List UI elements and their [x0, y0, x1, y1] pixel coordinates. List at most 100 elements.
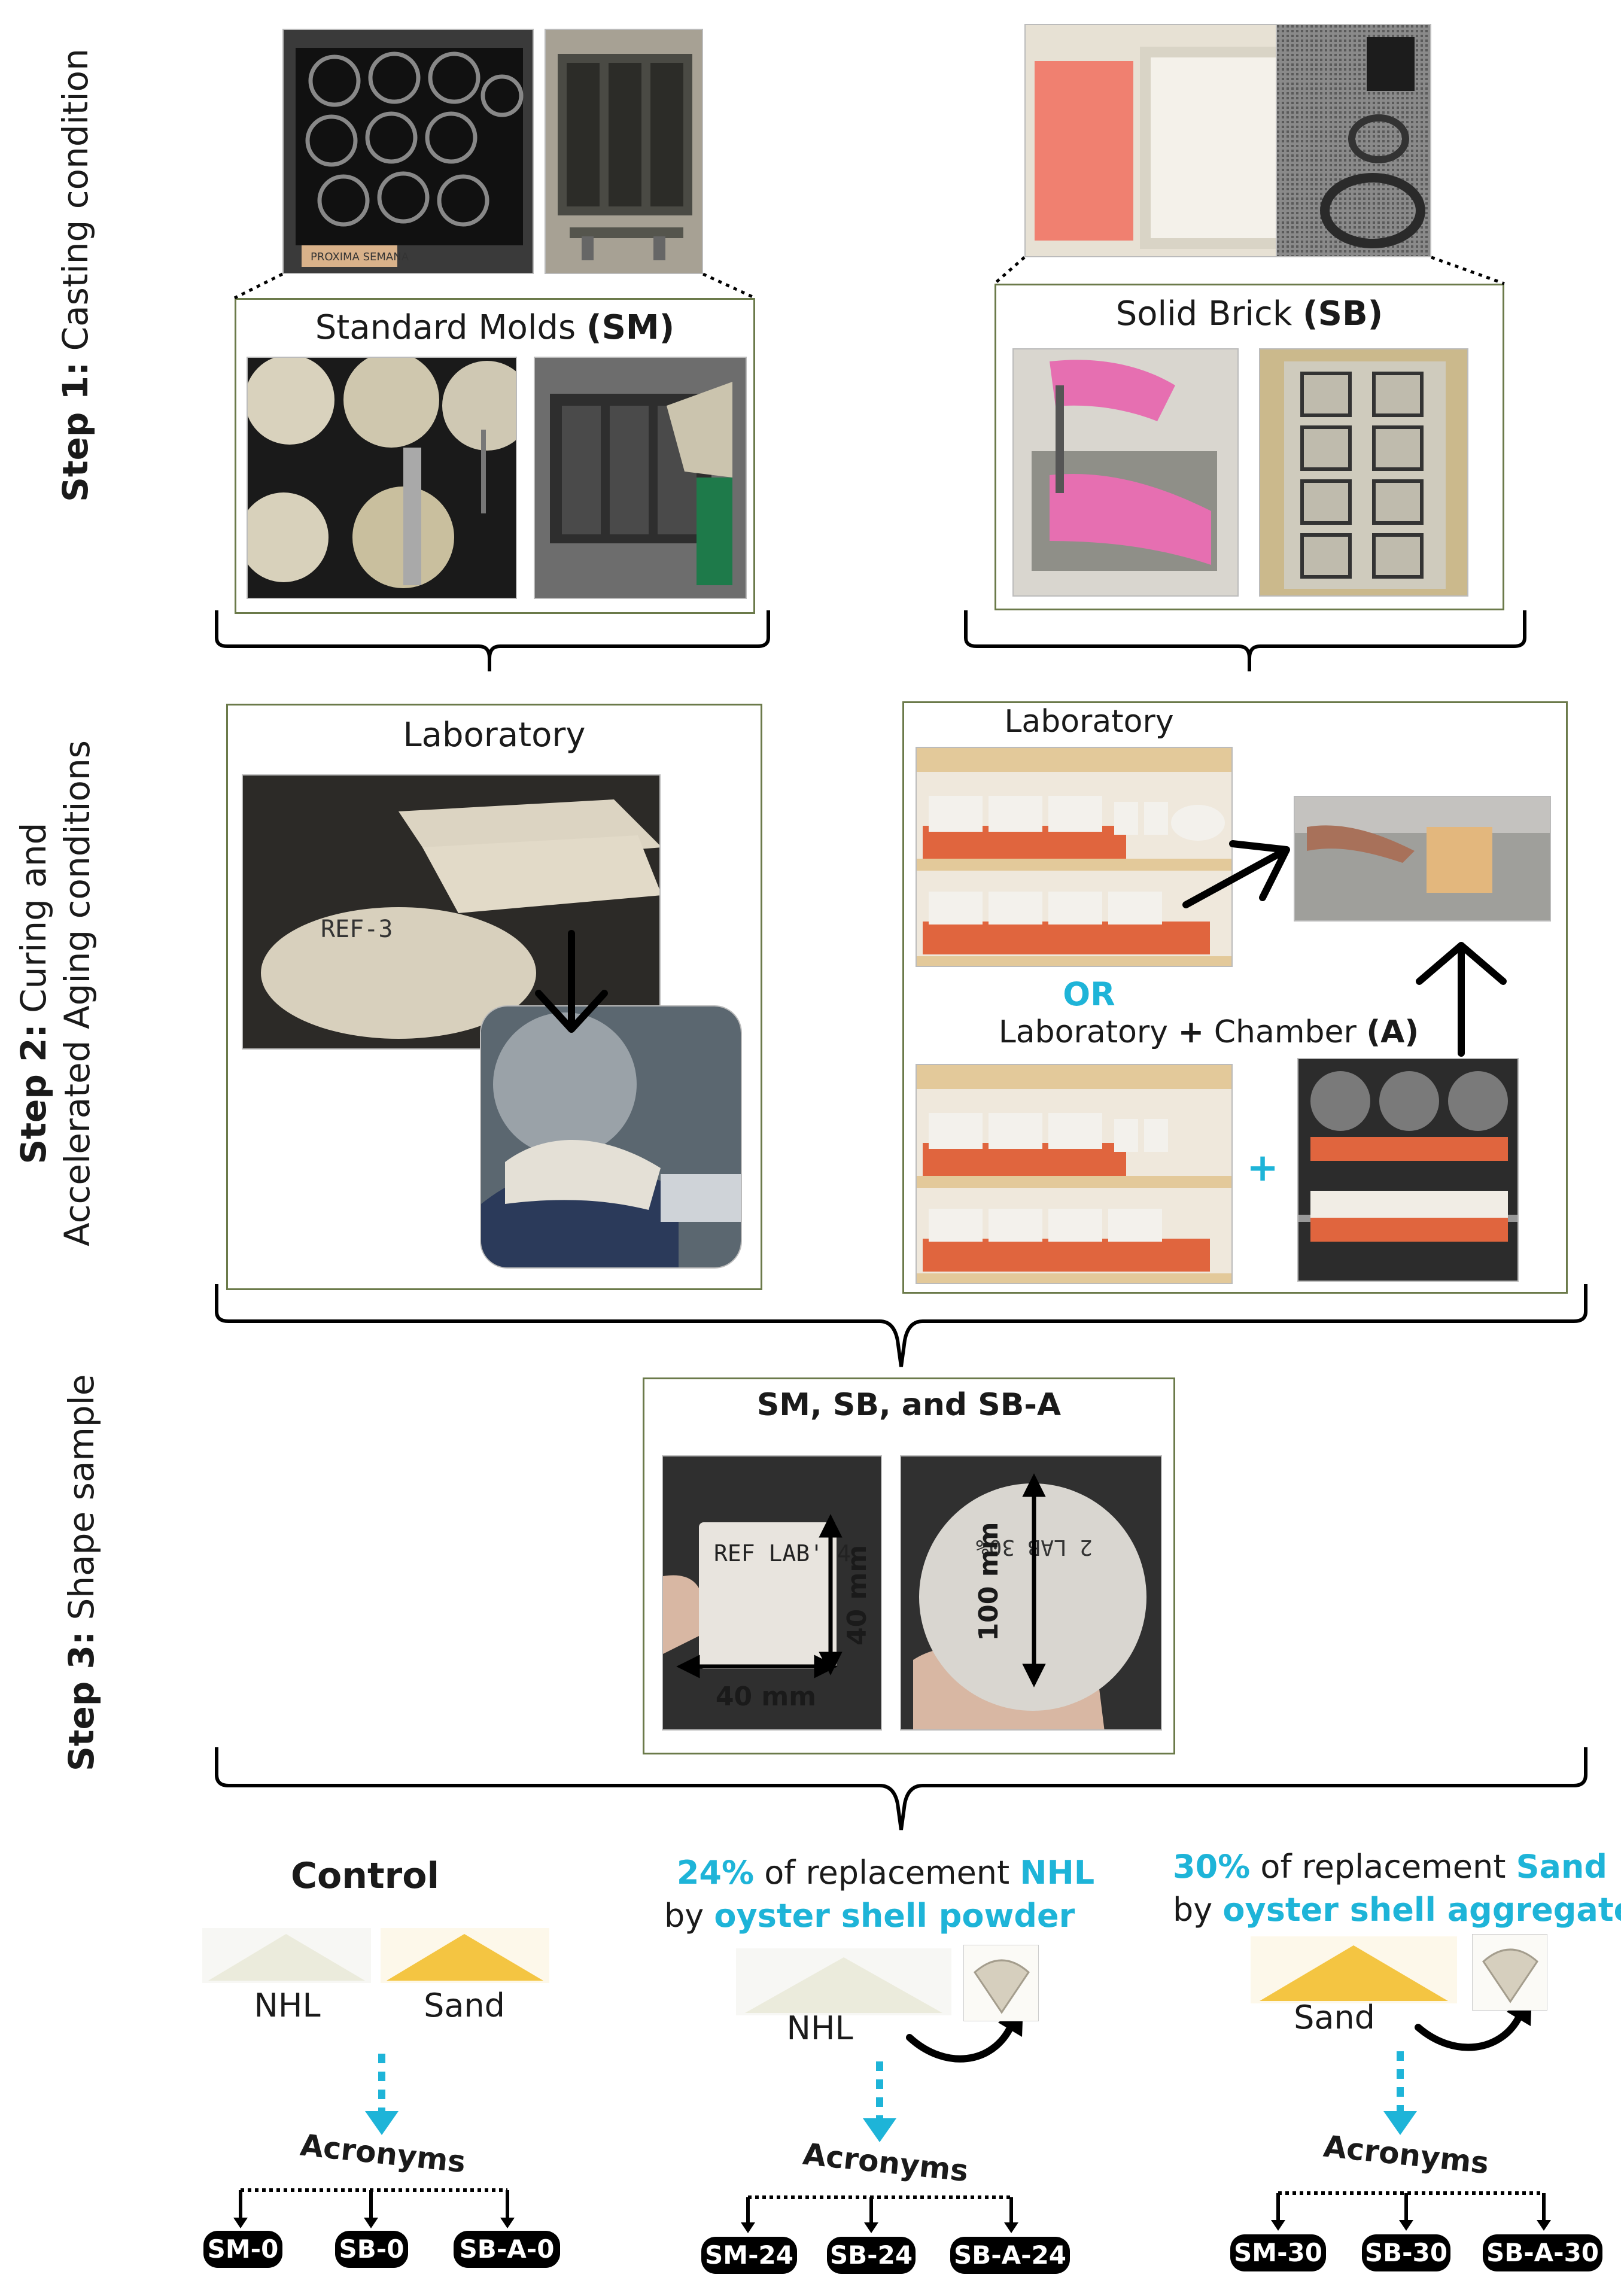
lab-shelf-photo: [916, 747, 1233, 967]
g30-sand-graphic: [1251, 1936, 1457, 2003]
lab-chamber-plus: +: [1178, 1014, 1205, 1050]
chip-sb-0: SB-0: [335, 2231, 408, 2268]
or-word: OR: [1063, 975, 1115, 1013]
or-text: OR: [1053, 975, 1125, 1013]
sb-code: (SB): [1303, 294, 1383, 333]
cyan-arrow-30-head: [1383, 2111, 1417, 2135]
lab-testing-graphic: [1295, 797, 1550, 920]
g30-shell-icon: [1472, 1934, 1547, 2011]
chip-sb-24: SB-24: [827, 2237, 916, 2274]
step3-text: Shape sample: [61, 1374, 102, 1620]
g30-mid: of replacement: [1250, 1848, 1516, 1886]
cube-height-text: 40 mm: [842, 1544, 872, 1646]
sm-disc-casting-photo: [247, 357, 517, 599]
g30-agent: oyster shell aggregate: [1222, 1891, 1621, 1929]
cube-height-label: 40 mm: [841, 1545, 872, 1646]
sb-zoom-right-dotted: [1431, 256, 1505, 285]
control-nhl-powder: [202, 1928, 371, 1983]
cyan-arrow-24-head: [863, 2118, 896, 2142]
lab-shelf-photo-2: [916, 1064, 1233, 1284]
control-sand-text: Sand: [424, 1987, 505, 2024]
chip-sm-30: SM-30: [1230, 2234, 1326, 2271]
g30-tree-arrow-2: [1399, 2220, 1413, 2231]
g24-target: NHL: [1020, 1854, 1095, 1891]
mold-rings-graphic: PROXIMA SEMANA: [284, 30, 533, 273]
g30-tree-arrow-1: [1271, 2220, 1285, 2231]
cube-sample-graphic: REF LAB' 4: [663, 1456, 881, 1729]
sm-zoom-right-dotted: [702, 272, 756, 300]
step3-label: Step 3: Shape sample: [60, 1374, 108, 1771]
g24-agent: oyster shell powder: [714, 1897, 1075, 1935]
chip-sb-24-text: SB-24: [829, 2240, 913, 2270]
g24-nhl-label: NHL: [760, 2009, 880, 2047]
disc-diameter-text: 100 mm: [974, 1522, 1004, 1641]
chip-sb-a-0-text: SB-A-0: [459, 2234, 555, 2264]
g24-line2: by oyster shell powder: [664, 1897, 1075, 1935]
chip-sm-24: SM-24: [701, 2237, 797, 2274]
g30-sand-text: Sand: [1294, 1999, 1375, 2036]
g24-powder-graphic: [736, 1948, 951, 2015]
sm-code: (SM): [586, 308, 675, 347]
lab-shelf-graphic-2: [917, 1065, 1231, 1283]
aging-chamber-photo: [1297, 1058, 1519, 1282]
step2-prefix: Step 2:: [13, 1024, 54, 1164]
brace-step1-right: [964, 610, 1526, 671]
nhl-powder-graphic: [202, 1928, 371, 1983]
prism-mold-graphic: [546, 30, 702, 273]
control-nhl-text: NHL: [254, 1987, 321, 2024]
g30-acronyms: Acronyms: [1321, 2129, 1492, 2181]
g30-tree-arrow-3: [1537, 2220, 1551, 2231]
sm-prism-casting-photo: [534, 357, 747, 599]
brick-mold-graphic: [1026, 25, 1298, 256]
chip-sm-24-text: SM-24: [705, 2240, 793, 2270]
control-acronyms-text: Acronyms: [299, 2127, 467, 2180]
brace-step1-left: [215, 610, 770, 671]
chip-sm-30-text: SM-30: [1234, 2238, 1322, 2267]
sand-pile-graphic: [381, 1928, 549, 1983]
ref3-text: REF-3: [321, 916, 393, 943]
cube-label-text: REF LAB' 4: [714, 1540, 851, 1567]
control-tree-drops: [239, 2190, 509, 2221]
chip-sb-0-text: SB-0: [339, 2234, 405, 2264]
lab-chamber-title: Laboratory + Chamber (A): [993, 1014, 1424, 1050]
control-title: Control: [263, 1855, 467, 1897]
g24-acronyms: Acronyms: [801, 2137, 971, 2189]
chip-sm-0-text: SM-0: [207, 2234, 279, 2264]
g30-by: by: [1173, 1891, 1223, 1929]
sb-title: Solid Brick (SB): [995, 294, 1504, 333]
sb-troweling-photo: [1012, 348, 1239, 597]
g30-line1: 30% of replacement Sand: [1173, 1848, 1607, 1886]
aging-chamber-graphic: [1298, 1059, 1517, 1281]
sb-grid-mold-graphic: [1260, 349, 1467, 595]
chip-sb-a-24: SB-A-24: [950, 2237, 1070, 2274]
curve-arrow-sand-shell: [1415, 2012, 1523, 2051]
step1-label: Step 1: Casting condition: [54, 42, 102, 509]
lab-shelf-graphic: [917, 748, 1231, 966]
lab-testing-photo: [1294, 796, 1551, 922]
chip-sb-30-text: SB-30: [1364, 2238, 1448, 2267]
mold-label-text: PROXIMA SEMANA: [311, 251, 409, 263]
curve-arrow-nhl-shell: [906, 2022, 1015, 2063]
g24-by: by: [664, 1897, 714, 1935]
sb-troweling-graphic: [1014, 349, 1237, 595]
step2-text2: Accelerated Aging conditions: [56, 740, 98, 1246]
control-nhl-label: NHL: [227, 1987, 347, 2024]
control-acronyms: Acronyms: [298, 2128, 469, 2180]
g24-tree-arrow-2: [864, 2222, 878, 2233]
cyan-arrow-control-head: [365, 2111, 399, 2135]
disc-diameter-label: 100 mm: [972, 1516, 1004, 1647]
brace-step2: [215, 1284, 1587, 1367]
lab-left-title: Laboratory: [226, 716, 762, 755]
g30-line2: by oyster shell aggregate: [1173, 1891, 1621, 1929]
step1-prefix: Step 1:: [55, 361, 96, 502]
sieve-rings-photo: [1276, 24, 1431, 257]
sb-grid-mold-photo: [1259, 348, 1468, 597]
shape-title-text: SM, SB, and SB-A: [756, 1387, 1062, 1423]
disc-sample-graphic: 2 LAB 30%: [901, 1456, 1161, 1729]
sm-disc-casting-graphic: [248, 358, 516, 598]
g24-mid: of replacement: [754, 1854, 1020, 1891]
g30-target: Sand: [1516, 1848, 1607, 1886]
g24-nhl-powder: [736, 1948, 951, 2015]
g30-tree-drops: [1276, 2193, 1546, 2224]
sb-title-text: Solid Brick: [1115, 294, 1303, 333]
